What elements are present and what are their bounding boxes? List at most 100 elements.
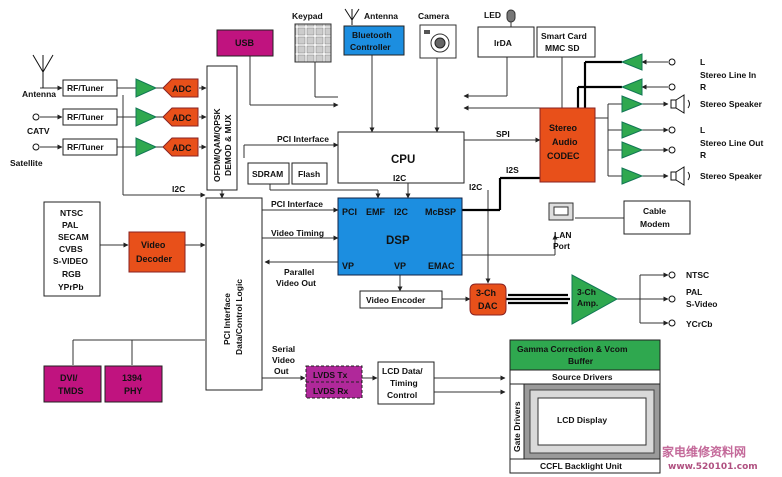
antenna-label: Antenna bbox=[22, 89, 56, 99]
svg-text:Cable: Cable bbox=[643, 206, 666, 216]
svg-text:EMAC: EMAC bbox=[428, 261, 455, 271]
parallel-video-label-1: Parallel bbox=[284, 267, 314, 277]
svg-text:Control: Control bbox=[387, 390, 417, 400]
line-in-label: Stereo Line In bbox=[700, 70, 756, 80]
svg-text:OFDM/QAM/QPSK: OFDM/QAM/QPSK bbox=[212, 107, 222, 182]
serial-video-label-3: Out bbox=[274, 366, 289, 376]
svg-text:LVDS Rx: LVDS Rx bbox=[313, 386, 349, 396]
format-yprpb: YPrPb bbox=[58, 282, 84, 292]
format-ntsc: NTSC bbox=[60, 208, 83, 218]
camera-label: Camera bbox=[418, 11, 449, 21]
svg-text:PCI Interface: PCI Interface bbox=[222, 293, 232, 345]
svg-text:Bluetooth: Bluetooth bbox=[352, 30, 392, 40]
svg-text:LVDS Tx: LVDS Tx bbox=[313, 370, 348, 380]
svg-text:PHY: PHY bbox=[124, 386, 143, 396]
svg-text:McBSP: McBSP bbox=[425, 207, 456, 217]
phy-1394-block: 1394 PHY bbox=[104, 365, 163, 403]
svg-text:Timing: Timing bbox=[390, 378, 418, 388]
watermark-cn: 家电维修资料网 bbox=[662, 444, 746, 459]
watermark-url: www.520101.com bbox=[668, 462, 758, 472]
satellite-label: Satellite bbox=[10, 158, 43, 168]
sdram-block: SDRAM bbox=[247, 162, 290, 185]
out-svideo-label: S-Video bbox=[686, 299, 718, 309]
svg-text:3-Ch: 3-Ch bbox=[476, 288, 496, 298]
amp-triangle-1 bbox=[135, 78, 158, 98]
lcd-timing-block: LCD Data/ Timing Control bbox=[377, 361, 435, 405]
antenna-top-label: Antenna bbox=[364, 11, 398, 21]
svg-text:Decoder: Decoder bbox=[136, 254, 173, 264]
out-ycrcb-label: YCrCb bbox=[686, 319, 712, 329]
tuner-3: RF/Tuner bbox=[62, 138, 118, 156]
svg-text:Smart Card: Smart Card bbox=[541, 31, 587, 41]
led-label: LED bbox=[484, 10, 501, 20]
dvi-tmds-block: DVI/ TMDS bbox=[43, 365, 102, 403]
svg-text:DSP: DSP bbox=[386, 235, 410, 247]
adc-1: ADC bbox=[156, 78, 199, 98]
adc-2: ADC bbox=[156, 107, 199, 127]
wires bbox=[40, 55, 669, 395]
format-rgb: RGB bbox=[62, 269, 81, 279]
out-ntsc-label: NTSC bbox=[686, 270, 709, 280]
audio-r-in: R bbox=[700, 82, 706, 92]
catv-label: CATV bbox=[27, 126, 50, 136]
led-icon bbox=[506, 9, 516, 27]
svg-text:VP: VP bbox=[342, 261, 354, 271]
audio-codec-block: Stereo Audio CODEC bbox=[539, 107, 596, 183]
svg-text:Flash: Flash bbox=[298, 169, 320, 179]
audio-jack-icons bbox=[668, 58, 676, 154]
parallel-video-label-2: Video Out bbox=[276, 278, 316, 288]
svg-text:RF/Tuner: RF/Tuner bbox=[67, 83, 104, 93]
svg-text:Data/Control Logic: Data/Control Logic bbox=[234, 279, 244, 355]
svg-text:CPU: CPU bbox=[391, 154, 415, 166]
video-amp-block: 3-Ch Amp. bbox=[571, 274, 619, 325]
dac-block: 3-Ch DAC bbox=[469, 283, 507, 316]
irda-block: IrDA bbox=[477, 26, 535, 58]
svg-text:Stereo: Stereo bbox=[549, 123, 578, 133]
svg-text:LCD Data/: LCD Data/ bbox=[382, 366, 423, 376]
svg-text:Amp.: Amp. bbox=[577, 298, 598, 308]
lvds-block: LVDS Tx LVDS Rx bbox=[305, 365, 363, 399]
svg-text:Controller: Controller bbox=[350, 42, 391, 52]
svg-text:MMC SD: MMC SD bbox=[545, 43, 579, 53]
svg-text:Video Encoder: Video Encoder bbox=[366, 295, 426, 305]
tuner-1: RF/Tuner bbox=[62, 79, 118, 97]
bluetooth-block: Bluetooth Controller bbox=[343, 25, 405, 56]
svg-text:IrDA: IrDA bbox=[494, 38, 512, 48]
flash-block: Flash bbox=[291, 162, 328, 185]
lan-port-icon bbox=[548, 202, 574, 221]
svg-text:DEMOD & MUX: DEMOD & MUX bbox=[223, 114, 233, 176]
ycrcb-jack-icon bbox=[668, 319, 676, 327]
lan-label-1: LAN bbox=[554, 230, 571, 240]
svg-text:Buffer: Buffer bbox=[568, 356, 594, 366]
speaker-label-1: Stereo Speaker bbox=[700, 99, 763, 109]
svg-text:USB: USB bbox=[235, 38, 255, 48]
i2c-label-left: I2C bbox=[172, 184, 185, 194]
satellite-jack-icon bbox=[32, 143, 40, 151]
pci-interface-label-mid: PCI Interface bbox=[271, 199, 323, 209]
video-encoder-block: Video Encoder bbox=[359, 290, 443, 309]
svg-text:RF/Tuner: RF/Tuner bbox=[67, 142, 104, 152]
lcd-panel: Gamma Correction & Vcom Buffer Source Dr… bbox=[509, 339, 661, 474]
pci-interface-label-top: PCI Interface bbox=[277, 134, 329, 144]
pci-logic-block: PCI Interface Data/Control Logic bbox=[205, 197, 263, 391]
svg-text:DAC: DAC bbox=[478, 301, 498, 311]
camera-icon bbox=[419, 24, 457, 59]
usb-block: USB bbox=[216, 29, 274, 57]
svg-text:SDRAM: SDRAM bbox=[252, 169, 283, 179]
svg-text:ADC: ADC bbox=[172, 84, 192, 94]
audio-l-in: L bbox=[700, 57, 705, 67]
svg-text:VP: VP bbox=[394, 261, 406, 271]
svg-text:I2C: I2C bbox=[394, 207, 409, 217]
svg-text:ADC: ADC bbox=[172, 113, 192, 123]
svg-text:Video: Video bbox=[141, 240, 166, 250]
demod-mux-block: OFDM/QAM/QPSK DEMOD & MUX bbox=[206, 65, 238, 191]
svg-text:RF/Tuner: RF/Tuner bbox=[67, 112, 104, 122]
amp-triangle-3 bbox=[135, 137, 158, 157]
svg-text:EMF: EMF bbox=[366, 207, 386, 217]
keypad-icon bbox=[294, 23, 332, 63]
line-out-label: Stereo Line Out bbox=[700, 138, 763, 148]
svg-text:1394: 1394 bbox=[122, 373, 142, 383]
format-pal: PAL bbox=[62, 220, 78, 230]
cable-modem-block: Cable Modem bbox=[623, 200, 691, 235]
